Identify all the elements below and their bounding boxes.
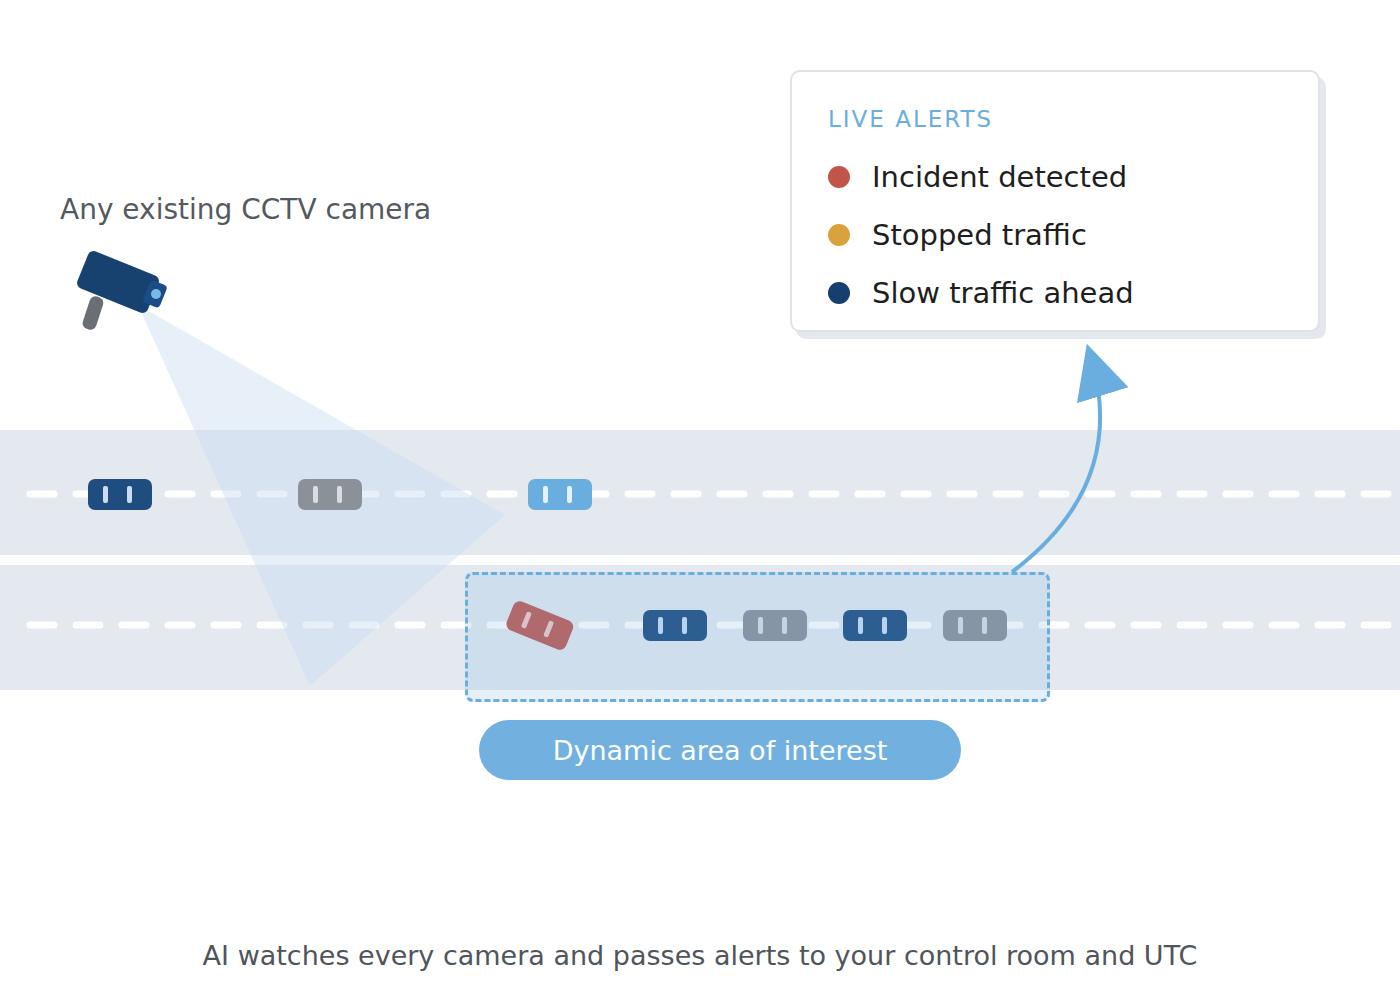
alert-row: Stopped traffic	[828, 206, 1298, 264]
alert-item: Slow traffic ahead	[872, 276, 1134, 310]
area-label-pill: Dynamic area of interest	[479, 720, 961, 780]
caption: AI watches every camera and passes alert…	[0, 940, 1400, 971]
alert-row: Incident detected	[828, 148, 1298, 206]
cctv-camera	[75, 249, 168, 331]
alert-dot	[828, 282, 850, 304]
car	[298, 479, 362, 510]
alert-row: Slow traffic ahead	[828, 264, 1298, 322]
camera-view-cone	[138, 305, 505, 686]
area-of-interest: Dynamic area of interest	[465, 572, 1050, 702]
car	[88, 479, 152, 510]
alert-arrow	[1012, 354, 1100, 572]
panel-heading: LIVE ALERTS	[828, 106, 1298, 132]
alert-item: Incident detected	[872, 160, 1127, 194]
alert-item: Stopped traffic	[872, 218, 1087, 252]
camera-label: Any existing CCTV camera	[60, 193, 431, 226]
alert-dot	[828, 224, 850, 246]
alert-dot	[828, 166, 850, 188]
car	[528, 479, 592, 510]
alert-panel: LIVE ALERTS Incident detectedStopped traf…	[790, 70, 1320, 332]
